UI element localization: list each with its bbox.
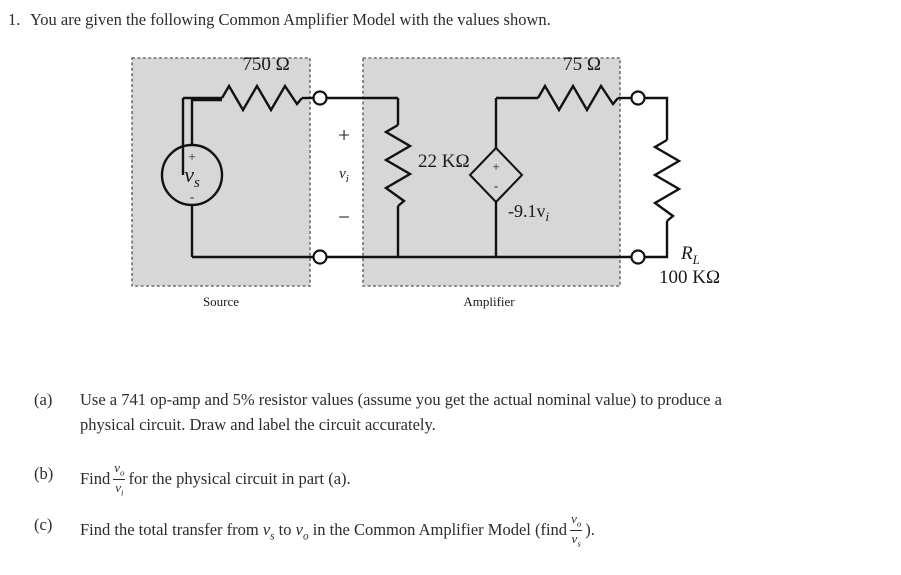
part-a-line2: physical circuit. Draw and label the cir… <box>80 414 436 434</box>
fraction-bar <box>113 478 126 481</box>
part-c-text-before: Find the total transfer from <box>80 520 259 540</box>
terminal-bottom-left <box>312 249 328 265</box>
part-c-fraction-denominator: vs <box>571 531 581 550</box>
part-c-fraction-numerator: vo <box>571 511 582 529</box>
source-box-caption: Source <box>203 294 239 309</box>
load-top-wire <box>644 96 669 140</box>
resistor-load-symbol <box>652 138 682 222</box>
load-resistor-value: 100 KΩ <box>659 267 720 288</box>
terminal-bottom-right <box>630 249 646 265</box>
load-resistor-name: RL <box>680 243 700 267</box>
problem-prompt: 1. You are given the following Common Amp… <box>8 8 551 32</box>
input-plus-sign: + <box>338 123 350 147</box>
input-minus-sign: − <box>338 205 350 229</box>
part-b-text-after: for the physical circuit in part (a). <box>128 469 351 489</box>
resistor-750-symbol <box>220 83 303 113</box>
part-c-text-after: ). <box>585 520 595 540</box>
fraction-bar <box>570 529 583 532</box>
part-b-text-before: Find <box>80 469 111 489</box>
resistor-75-symbol <box>536 83 619 113</box>
part-c-fraction: vo vs <box>570 511 583 550</box>
resistor-22k-symbol <box>383 123 413 207</box>
part-c-text-mid1: to <box>278 520 292 540</box>
resistor-22k-label: 22 KΩ <box>418 151 470 172</box>
part-c: (c) Find the total transfer from vs to v… <box>34 511 794 550</box>
resistor-750-label: 750 Ω <box>242 54 289 75</box>
circuit-diagram: 750 Ω + vs - + vi − 22 KΩ + - -9.1vi <box>0 44 901 324</box>
resistor-75-label: 75 Ω <box>563 54 601 75</box>
input-voltage-label: vi <box>339 166 349 185</box>
part-b-label: (b) <box>34 464 54 483</box>
voltage-source-plus: + <box>188 149 195 164</box>
source-upper-lead <box>190 98 222 145</box>
load-bottom-wire <box>644 221 669 259</box>
part-a: (a) Use a 741 op-amp and 5% resistor val… <box>34 388 879 438</box>
voltage-source-label: vs <box>184 162 200 191</box>
terminal-top-right <box>630 90 646 106</box>
part-c-var2: vo <box>295 520 309 543</box>
dependent-source-label: -9.1vi <box>508 201 550 224</box>
problem-prompt-text: You are given the following Common Ampli… <box>30 10 551 29</box>
part-b-fraction-numerator: vo <box>114 460 125 478</box>
part-a-label: (a) <box>34 390 53 409</box>
part-b-fraction-denominator: vi <box>115 480 124 499</box>
problem-number: 1. <box>8 10 21 29</box>
dependent-source-minus: - <box>494 178 498 193</box>
part-c-text-mid2: in the Common Amplifier Model (find <box>312 520 568 540</box>
part-b-fraction: vo vi <box>113 460 126 499</box>
terminal-top-left <box>312 90 328 106</box>
part-c-label: (c) <box>34 515 53 534</box>
part-c-var1: vs <box>262 520 275 543</box>
part-a-line1: Use a 741 op-amp and 5% resistor values … <box>80 390 722 409</box>
voltage-source-minus: - <box>190 189 194 204</box>
amplifier-box-caption: Amplifier <box>463 294 515 309</box>
dependent-source-plus: + <box>492 159 499 174</box>
